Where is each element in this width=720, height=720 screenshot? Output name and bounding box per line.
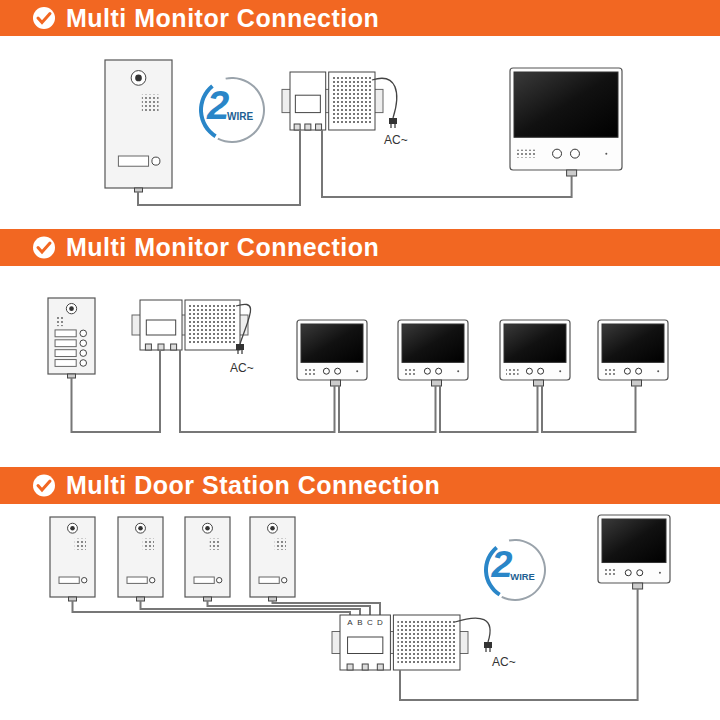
terminal-label: A bbox=[347, 619, 352, 627]
monitor bbox=[598, 320, 668, 386]
power-label: AC~ bbox=[492, 656, 516, 668]
logo-number: 2 bbox=[207, 85, 229, 125]
two-wire-logo: 2WIRE bbox=[197, 75, 267, 145]
terminal-label: C bbox=[367, 619, 373, 627]
logo-word: WIRE bbox=[227, 112, 253, 122]
door-station bbox=[118, 517, 163, 601]
section-banner: Multi Monitor Connection bbox=[0, 229, 720, 266]
section-title: Multi Monitor Connection bbox=[66, 229, 379, 266]
power-distributor bbox=[282, 72, 383, 130]
power-distributor bbox=[332, 615, 468, 670]
ac-plug bbox=[455, 618, 492, 652]
two-wire-logo: 2WIRE bbox=[482, 537, 548, 603]
door-station bbox=[185, 517, 230, 601]
power-distributor bbox=[132, 300, 248, 350]
monitor bbox=[510, 68, 622, 176]
monitor bbox=[500, 320, 570, 386]
door-station bbox=[48, 298, 95, 378]
monitor bbox=[398, 320, 468, 386]
monitor bbox=[598, 515, 670, 589]
power-label: AC~ bbox=[230, 362, 254, 374]
wire bbox=[138, 130, 300, 205]
door-station bbox=[50, 517, 95, 601]
door-station bbox=[105, 60, 172, 192]
section-banner: Multi Door Station Connection bbox=[0, 467, 720, 504]
terminal-label: D bbox=[377, 619, 383, 627]
section-title: Multi Monitor Connection bbox=[66, 0, 379, 36]
wire bbox=[322, 130, 572, 197]
wire bbox=[72, 350, 161, 432]
logo-word: WIRE bbox=[510, 572, 535, 581]
monitor bbox=[297, 320, 367, 386]
wire bbox=[273, 601, 381, 615]
ac-plug bbox=[236, 304, 251, 354]
wire bbox=[400, 589, 638, 700]
section-banner: Multi Monitor Connection bbox=[0, 0, 720, 36]
terminal-label: B bbox=[357, 619, 362, 627]
ac-plug bbox=[372, 78, 397, 128]
power-label: AC~ bbox=[384, 134, 408, 146]
door-station bbox=[250, 517, 295, 601]
section-title: Multi Door Station Connection bbox=[66, 467, 440, 504]
logo-number: 2 bbox=[491, 546, 512, 584]
wire bbox=[180, 350, 636, 432]
